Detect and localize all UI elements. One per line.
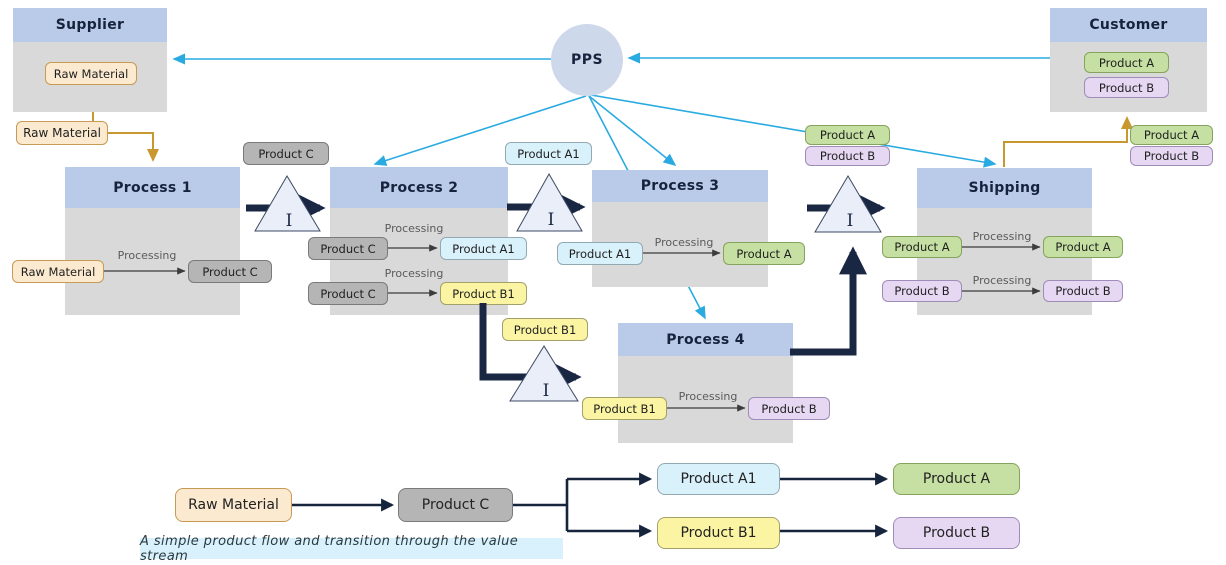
inventory-1-symbol: I [286,211,293,231]
push-arrow-p4-up [790,246,867,356]
shipping-row1-out-chip: Product A [1043,236,1123,258]
supplier-raw-material-chip: Raw Material [45,62,137,85]
inventory-2-product-a1-label: Product A1 [505,142,592,165]
p3-processing-label: Processing [654,236,714,249]
p2-row2-out-chip: Product B1 [440,282,527,305]
p3-in-chip: Product A1 [557,242,643,265]
customer-product-b-chip: Product B [1084,77,1169,98]
p1-processing-label: Processing [117,249,177,262]
p2-row2-processing-label: Processing [384,267,444,280]
pps-node: PPS [551,24,623,96]
process-2-title: Process 2 [330,167,508,208]
process-1-title: Process 1 [65,167,240,208]
p4-out-chip: Product B [748,397,830,420]
raw-material-to-process1-arrow [108,132,159,162]
diagram-caption: A simple product flow and transition thr… [140,534,563,564]
shipping-row2-out-chip: Product B [1043,280,1123,302]
supplier-box: Supplier [13,8,167,112]
p3-out-chip: Product A [723,242,805,265]
pps-to-process3-arrow [588,95,677,167]
process-3-title: Process 3 [592,170,768,202]
flow-product-c-node: Product C [398,488,513,522]
shipping-row1-processing-label: Processing [972,230,1032,243]
flow-product-b-node: Product B [893,517,1020,549]
p4-processing-label: Processing [678,390,738,403]
inventory-3-triangle [814,175,882,233]
p1-out-chip: Product C [188,260,272,283]
customer-product-a-chip: Product A [1084,52,1169,73]
inventory-3-product-a-label: Product A [805,125,890,145]
customer-title: Customer [1050,8,1207,42]
inventory-4-product-b1-label: Product B1 [502,318,588,341]
flow-product-b1-node: Product B1 [657,517,780,549]
shipping-row2-in-chip: Product B [882,280,962,302]
p2-row1-out-chip: Product A1 [440,237,527,260]
shipping-row1-in-chip: Product A [882,236,962,258]
p2-row1-in-chip: Product C [308,237,388,260]
p4-in-chip: Product B1 [582,397,667,420]
inventory-2-triangle [516,172,583,232]
inventory-4-triangle [509,345,579,402]
shipping-row2-processing-label: Processing [972,274,1032,287]
shipping-title: Shipping [917,168,1092,208]
inventory-3-product-b-label: Product B [805,146,890,166]
customer-in-product-a-label: Product A [1130,125,1213,145]
shipping-to-customer-arrow [1003,116,1133,167]
p1-in-chip: Raw Material [12,260,104,283]
flow-raw-material-node: Raw Material [175,488,292,522]
p2-row2-in-chip: Product C [308,282,388,305]
flow-product-a-node: Product A [893,463,1020,495]
flow-product-a1-node: Product A1 [657,463,780,495]
p2-row1-processing-label: Processing [384,222,444,235]
pps-to-shipping-arrow [590,94,997,168]
supplier-out-raw-material-label: Raw Material [16,121,108,145]
process-3-box: Process 3 [592,170,768,287]
customer-in-product-b-label: Product B [1130,146,1213,166]
inventory-4-symbol: I [543,381,550,401]
process-4-box: Process 4 [618,323,793,443]
inventory-2-symbol: I [548,210,555,230]
inventory-3-symbol: I [847,211,854,231]
process-1-box: Process 1 [65,167,240,315]
supplier-title: Supplier [13,8,167,42]
inventory-1-product-c-label: Product C [243,142,329,165]
process-4-title: Process 4 [618,323,793,356]
inventory-1-triangle [254,175,321,232]
